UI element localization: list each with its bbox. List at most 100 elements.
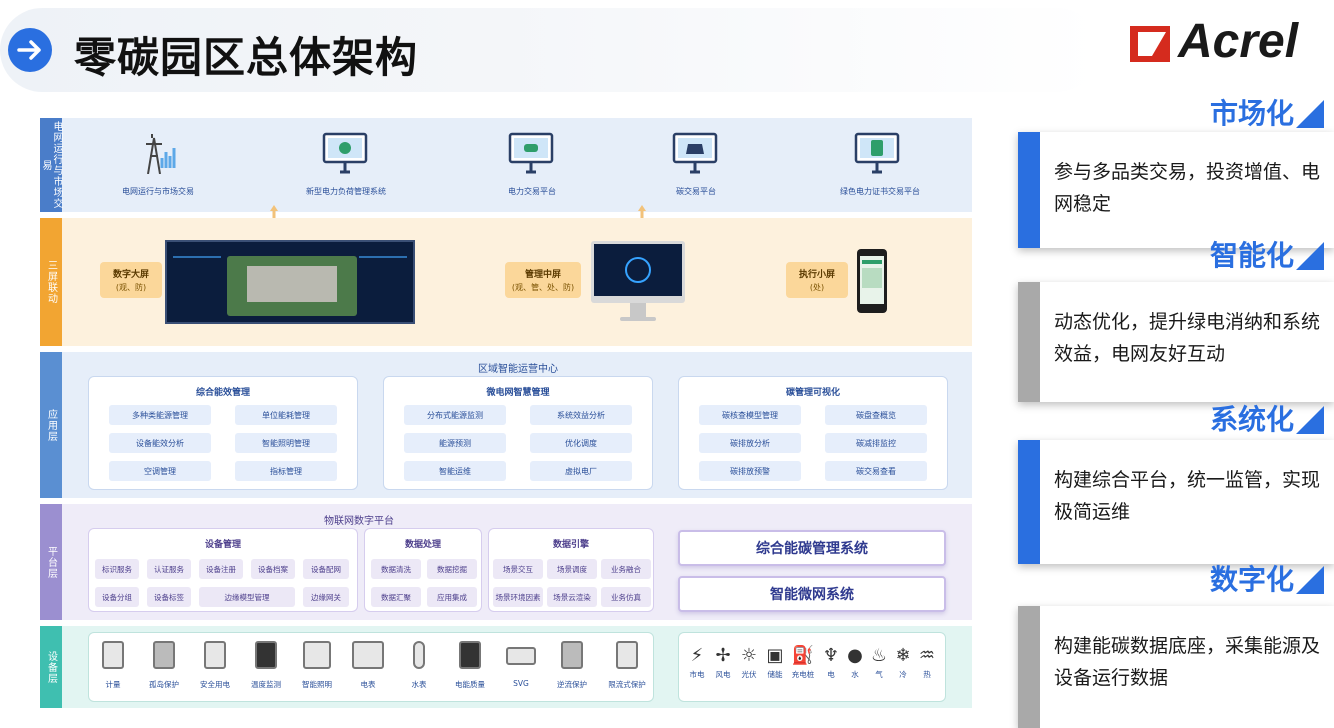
app-item: 碳减排监控 — [825, 433, 927, 453]
mid-screen-name: 管理中屏 — [524, 270, 561, 280]
big-screen-image — [165, 240, 415, 324]
energy-label: 气 — [875, 670, 883, 679]
platform-item: 数据汇聚 — [371, 587, 421, 607]
device-meter: 限流式保护 — [603, 641, 651, 690]
feature-text: 动态优化，提升绿电消纳和系统效益，电网友好互动 — [1054, 311, 1321, 365]
device-label: 水表 — [411, 680, 427, 689]
platform-group-title: 数据引擎 — [552, 540, 589, 550]
grid-item: 新型电力负荷管理系统 — [306, 187, 386, 196]
energy-group: ⚡市电 ✢风电 ☼光伏 ▣储能 ⛽充电桩 ♆电 ●水 ♨气 ❄冷 ♒热 — [678, 632, 946, 702]
certificate-monitor-icon — [854, 132, 900, 174]
energy-label: 充电桩 — [791, 670, 815, 679]
device-meter: 电能质量 — [450, 641, 490, 690]
app-item: 设备能效分析 — [109, 433, 211, 453]
platform-item: 场景交互 — [493, 559, 543, 579]
trading-monitor-icon — [508, 132, 554, 174]
platform-item: 场景云渲染 — [547, 587, 597, 607]
grid-item: 电力交易平台 — [508, 187, 556, 196]
screens-layer-label: 三屏联动 — [40, 218, 62, 346]
device-meter: 水表 — [399, 641, 439, 690]
logo-text: Acrel — [1178, 15, 1299, 68]
app-item: 能源预测 — [404, 433, 506, 453]
app-item: 分布式能源监测 — [404, 405, 506, 425]
gas-icon: ♨气 — [870, 645, 888, 679]
feature-text: 构建能碳数据底座，采集能源及设备运行数据 — [1054, 635, 1321, 689]
platform-item: 设备档案 — [251, 559, 295, 579]
feature-box: 动态优化，提升绿电消纳和系统效益，电网友好互动 — [1018, 282, 1334, 402]
power-tower-icon: ♆电 — [822, 645, 840, 679]
device-label: 孤岛保护 — [149, 680, 179, 689]
platform-item: 标识服务 — [95, 559, 139, 579]
app-card: 碳管理可视化 碳核查模型管理 碳盘查概览 碳排放分析 碳减排监控 碳排放预警 碳… — [678, 376, 948, 490]
grid-item: 碳交易平台 — [676, 187, 716, 196]
app-item: 优化调度 — [530, 433, 632, 453]
grid-item: 电网运行与市场交易 — [122, 187, 194, 196]
feature-box: 构建综合平台，统一监管，实现极简运维 — [1018, 440, 1334, 564]
platform-item: 边缘模型管理 — [199, 587, 295, 607]
right-heading: 智能化 — [1209, 239, 1294, 272]
platform-item: 设备分组 — [95, 587, 139, 607]
acrel-logo — [1126, 16, 1322, 72]
device-meter: 逆流保护 — [552, 641, 592, 690]
energy-label: 光伏 — [741, 670, 757, 679]
heat-icon: ♒热 — [918, 645, 936, 679]
platform-item: 业务融合 — [601, 559, 651, 579]
platform-group: 数据处理 数据清洗 数据挖掘 数据汇聚 应用集成 — [364, 528, 482, 612]
triangle-icon — [1296, 406, 1324, 434]
platform-item: 设备注册 — [199, 559, 243, 579]
app-layer-label: 应用层 — [40, 352, 62, 498]
feature-text: 构建综合平台，统一监管，实现极简运维 — [1054, 469, 1321, 523]
app-item: 碳核查模型管理 — [699, 405, 801, 425]
platform-layer-label: 平台层 — [40, 504, 62, 620]
right-heading: 系统化 — [1209, 403, 1294, 436]
app-item: 碳排放预警 — [699, 461, 801, 481]
platform-group: 数据引擎 场景交互 场景调度 业务融合 场景环境因素 场景云渲染 业务仿真 — [488, 528, 654, 612]
app-card-title: 综合能效管理 — [195, 388, 250, 398]
phone-icon — [857, 249, 887, 313]
app-item: 碳交易查看 — [825, 461, 927, 481]
platform-item: 业务仿真 — [601, 587, 651, 607]
mid-screen-tag: 管理中屏 (观、管、处、防) — [505, 262, 581, 298]
platform-title: 物联网数字平台 — [324, 516, 394, 527]
water-drop-icon: ●水 — [847, 645, 863, 679]
desktop-monitor-icon — [591, 241, 685, 321]
arrow-right-icon — [8, 28, 52, 72]
app-item: 智能照明管理 — [235, 433, 337, 453]
device-group: 计量 孤岛保护 安全用电 温度监测 智能照明 电表 水表 电能质量 SVG 逆流… — [88, 632, 654, 702]
power-pylon-icon — [146, 134, 176, 174]
app-card-title: 微电网智慧管理 — [486, 388, 550, 398]
platform-group-title: 设备管理 — [204, 540, 241, 550]
battery-icon: ▣储能 — [766, 645, 784, 679]
feature-text: 参与多品类交易，投资增值、电网稳定 — [1054, 161, 1321, 215]
app-item: 多种类能源管理 — [109, 405, 211, 425]
energy-label: 冷 — [899, 670, 907, 679]
device-label: 电能质量 — [455, 680, 485, 689]
platform-layer: 平台层 物联网数字平台 设备管理 标识服务 认证服务 设备注册 设备档案 设备配… — [40, 504, 972, 620]
page-title: 零碳园区总体架构 — [74, 33, 419, 82]
device-meter: 智能照明 — [297, 641, 337, 690]
device-meter: 计量 — [93, 641, 133, 690]
device-meter: 电表 — [348, 641, 388, 690]
grid-layer: 电网运行与市场交易 电网运行与市场交易 新型电力负荷管理系统 电力交易平台 碳交… — [40, 118, 972, 212]
platform-group: 设备管理 标识服务 认证服务 设备注册 设备档案 设备配网 设备分组 设备标签 … — [88, 528, 358, 612]
energy-label: 风电 — [715, 670, 731, 679]
app-item: 空调管理 — [109, 461, 211, 481]
app-item: 碳盘查概览 — [825, 405, 927, 425]
platform-item: 设备标签 — [147, 587, 191, 607]
platform-group-title: 数据处理 — [404, 540, 441, 550]
app-layer-title: 区域智能运营中心 — [478, 364, 558, 375]
platform-item: 数据挖掘 — [427, 559, 477, 579]
big-screen-sub: (观、防) — [115, 283, 147, 292]
device-meter: 孤岛保护 — [144, 641, 184, 690]
app-layer: 应用层 区域智能运营中心 综合能效管理 多种类能源管理 单位能耗管理 设备能效分… — [40, 352, 972, 498]
snowflake-icon: ❄冷 — [895, 645, 911, 679]
right-heading: 市场化 — [1209, 97, 1294, 130]
big-screen-name: 数字大屏 — [112, 270, 149, 280]
small-screen-tag: 执行小屏 (处) — [786, 262, 848, 298]
device-label: 智能照明 — [302, 680, 332, 689]
app-card: 微电网智慧管理 分布式能源监测 系统效益分析 能源预测 优化调度 智能运维 虚拟… — [383, 376, 653, 490]
energy-label: 储能 — [767, 670, 783, 679]
app-item: 智能运维 — [404, 461, 506, 481]
platform-item: 场景调度 — [547, 559, 597, 579]
small-screen-name: 执行小屏 — [798, 270, 835, 280]
